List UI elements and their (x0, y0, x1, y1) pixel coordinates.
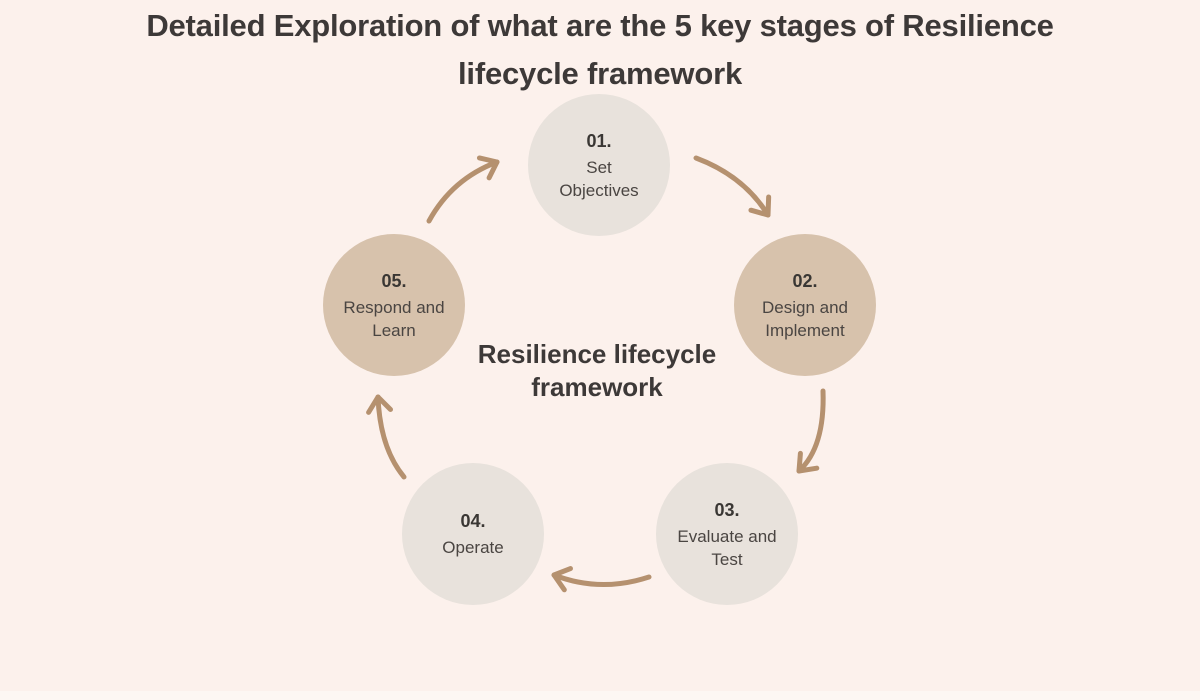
arrow-stage5-to-stage1 (426, 155, 500, 224)
arrow-stage1-to-stage2 (693, 155, 772, 218)
stage-circle-2-design-and-implement: 02. Design and Implement (734, 234, 876, 376)
stage-label: Design and Implement (761, 297, 848, 340)
stage-circle-4-operate: 04. Operate (402, 463, 544, 605)
stage-circle-3-evaluate-and-test: 03. Evaluate and Test (656, 463, 798, 605)
stage-label: Operate (442, 538, 504, 557)
stage-number: 05. (381, 270, 407, 291)
stage-number: 01. (586, 130, 612, 151)
stage-circle-1-set-objectives: 01. Set Objectives (528, 94, 670, 236)
stage-label: Respond and Learn (343, 297, 445, 340)
page-title: Detailed Exploration of what are the 5 k… (146, 8, 1054, 91)
arrow-stage2-to-stage3 (796, 388, 826, 474)
diagram-center-label: Resilience lifecycle framework (477, 339, 717, 402)
arrow-stage3-to-stage4 (551, 566, 652, 593)
stage-label: Evaluate and Test (677, 526, 777, 569)
canvas-bottom-edge (0, 691, 1200, 700)
stage-number: 04. (460, 511, 486, 531)
arrow-stage4-to-stage5 (366, 394, 407, 480)
stage-number: 03. (714, 499, 740, 520)
stage-number: 02. (792, 270, 818, 291)
stage-circle-5-respond-and-learn: 05. Respond and Learn (323, 234, 465, 376)
stage-label: Set Objectives (559, 157, 639, 200)
